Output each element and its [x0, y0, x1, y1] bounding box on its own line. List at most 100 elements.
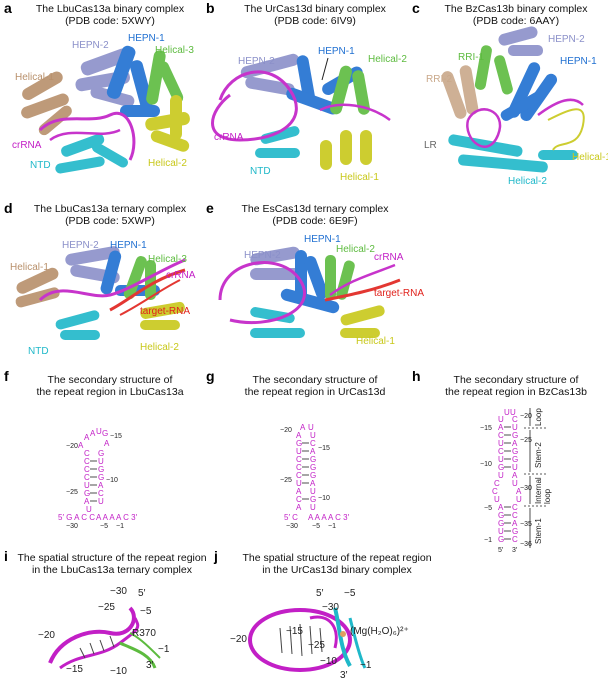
label-n30: −30 [110, 586, 127, 597]
svg-text:A: A [310, 447, 316, 456]
svg-text:−15: −15 [318, 445, 330, 452]
svg-text:−25: −25 [280, 477, 292, 484]
svg-text:G: G [296, 439, 302, 448]
label-crrna: crRNA [214, 132, 244, 143]
svg-text:G: G [512, 455, 518, 464]
svg-text:C: C [492, 487, 498, 496]
protein-structure-b [211, 53, 391, 170]
label-ntd: NTD [28, 346, 49, 357]
title-line-1: The BzCas13b binary complex [444, 3, 588, 15]
panel-f: f The secondary structure of the repeat … [0, 368, 200, 540]
label-n30: −30 [322, 602, 339, 613]
panel-title: The EsCas13d ternary complex (PDB code: … [220, 203, 410, 227]
svg-text:G: G [498, 463, 504, 472]
svg-text:−10: −10 [318, 495, 330, 502]
title-line-1: The secondary structure of [47, 374, 173, 386]
label-mg: (Mg(H₂O)₆)²⁺ [350, 626, 409, 637]
panel-title: The spatial structure of the repeat regi… [14, 552, 210, 576]
svg-text:A: A [498, 503, 504, 512]
svg-text:C: C [296, 463, 302, 472]
label-helical1: Helical-1 [356, 336, 395, 347]
svg-text:U: U [512, 479, 518, 488]
label-n20: −20 [230, 634, 247, 645]
title-line-2: the repeat region in LbuCas13a [36, 386, 184, 398]
svg-text:U: U [510, 408, 516, 417]
svg-text:U: U [96, 427, 102, 436]
title-line-2: (PDB code: 5XWP) [65, 215, 155, 227]
svg-text:G: G [98, 449, 104, 458]
panel-title: The spatial structure of the repeat regi… [224, 552, 450, 576]
svg-text:U: U [296, 447, 302, 456]
svg-text:C: C [512, 535, 518, 544]
svg-text:A: A [512, 519, 518, 528]
label-n10: −10 [320, 656, 337, 667]
svg-text:−20: −20 [280, 427, 292, 434]
label-n15: −15 [66, 664, 83, 675]
spatial-structure-i [48, 606, 161, 670]
label-n20: −20 [38, 630, 55, 641]
label-target-rna: target-RNA [140, 306, 191, 317]
panel-title: The secondary structure of the repeat re… [426, 374, 606, 398]
svg-text:U: U [86, 505, 92, 514]
svg-text:−35: −35 [520, 521, 532, 528]
svg-text:A: A [84, 497, 90, 506]
svg-text:A: A [104, 439, 110, 448]
label-helical2: Helical-2 [148, 158, 187, 169]
title-line-2: the repeat region in UrCas13d [244, 386, 386, 398]
svg-text:−30: −30 [66, 523, 78, 530]
svg-text:G: G [310, 455, 316, 464]
svg-text:U: U [310, 487, 316, 496]
svg-text:U: U [498, 455, 504, 464]
label-3prime: 3′ [340, 670, 348, 681]
svg-text:A: A [296, 503, 302, 512]
svg-text:U: U [512, 463, 518, 472]
svg-text:G: G [84, 489, 90, 498]
svg-text:A: A [512, 471, 518, 480]
svg-text:A: A [84, 433, 90, 442]
label-target-rna: target-RNA [374, 288, 425, 299]
panel-letter: i [4, 548, 8, 564]
svg-text:U: U [310, 503, 316, 512]
panel-title: The LbuCas13a ternary complex (PDB code:… [20, 203, 200, 227]
protein-structure-a [21, 45, 190, 174]
title-line-2: (PDB code: 6AAY) [472, 15, 560, 27]
label-n5: −5 [344, 588, 356, 599]
svg-text:C: C [84, 473, 90, 482]
svg-text:−1: −1 [328, 523, 336, 530]
label-5prime: 5′ [316, 588, 324, 599]
svg-text:G: G [98, 465, 104, 474]
svg-text:C: C [498, 431, 504, 440]
annotation-stem1: Stem-1 [534, 518, 543, 544]
svg-text:C: C [512, 415, 518, 424]
panel-letter: e [206, 200, 214, 216]
svg-text:G: G [310, 495, 316, 504]
panel-e: e The EsCas13d ternary complex (PDB code… [200, 200, 424, 360]
title-line-1: The LbuCas13a ternary complex [33, 203, 187, 215]
label-helical1: Helical-1 [572, 152, 608, 163]
title-line-2: (PDB code: 6IV9) [274, 15, 356, 27]
svg-text:−25: −25 [66, 489, 78, 496]
svg-text:G: G [498, 519, 504, 528]
svg-text:G: G [512, 447, 518, 456]
label-ntd: NTD [250, 166, 271, 177]
svg-text:A: A [300, 423, 306, 432]
label-helical1: Helical-1 [340, 172, 379, 183]
svg-text:−5: −5 [484, 505, 492, 512]
label-n1: −1 [158, 644, 170, 655]
svg-text:U: U [308, 423, 314, 432]
panel-j: j The spatial structure of the repeat re… [210, 548, 450, 685]
svg-text:C: C [512, 511, 518, 520]
svg-text:A: A [498, 423, 504, 432]
svg-text:C: C [296, 455, 302, 464]
label-helical1: Helical-1 [10, 262, 49, 273]
svg-text:U: U [98, 457, 104, 466]
svg-text:U: U [516, 495, 522, 504]
title-line-1: The secondary structure of [252, 374, 378, 386]
panel-c: c The BzCas13b binary complex (PDB code:… [408, 0, 608, 190]
panel-title: The LbuCas13a binary complex (PDB code: … [20, 3, 200, 27]
svg-text:U: U [84, 481, 90, 490]
label-helical2: Helical-2 [336, 244, 375, 255]
svg-text:−1: −1 [116, 523, 124, 530]
label-rri2: RRI-2 [426, 74, 453, 85]
